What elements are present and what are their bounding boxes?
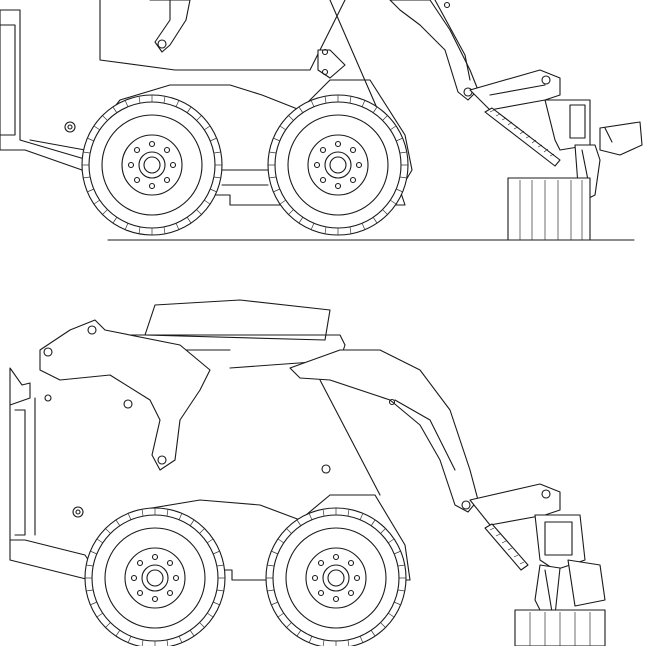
rear-wheel-lower xyxy=(265,507,407,646)
boom xyxy=(389,0,479,101)
saw-attachment-top xyxy=(469,69,643,201)
lift-arm xyxy=(149,0,191,53)
saw-chain-bar xyxy=(484,107,561,167)
stump-lower xyxy=(514,609,606,646)
rear-wheel-top xyxy=(267,94,409,236)
stump-top xyxy=(507,177,591,241)
cab-lower xyxy=(144,299,331,341)
saw-attachment-lower xyxy=(469,483,606,621)
top-view xyxy=(0,0,643,241)
front-wheel-top xyxy=(81,94,223,236)
bracket-plate xyxy=(317,49,346,79)
cab-outline xyxy=(99,0,346,71)
body-bolt xyxy=(64,121,76,133)
lift-arm-lower xyxy=(39,319,211,471)
arm-pivot xyxy=(157,39,167,49)
saw-chain-bar-lower xyxy=(484,523,529,571)
bottom-view xyxy=(9,299,606,646)
boom-lower xyxy=(289,349,479,513)
front-wheel-lower xyxy=(84,507,226,646)
